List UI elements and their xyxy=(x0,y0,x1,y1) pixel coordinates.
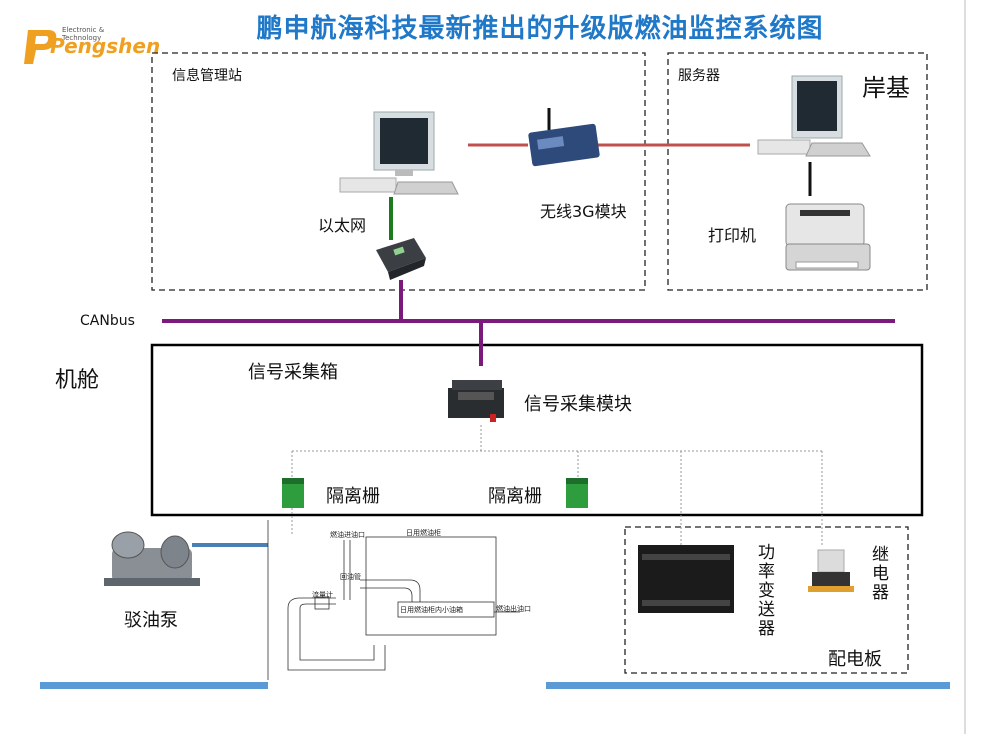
power-board-zone xyxy=(624,526,909,674)
relay-icon xyxy=(808,549,854,592)
pump-icon xyxy=(104,531,200,586)
info-station-label: 信息管理站 xyxy=(172,68,242,84)
in-port-label: 燃油进油口 xyxy=(330,531,365,539)
signal-module-icon xyxy=(448,380,504,422)
engine-room-label: 机舱 xyxy=(55,368,100,393)
wireless-label: 无线3G模块 xyxy=(540,202,627,221)
flowmeter-label: 流量计 xyxy=(312,591,333,599)
signal-module-label: 信号采集模块 xyxy=(524,394,632,415)
pengshen-logo: Electronic & Technology Pengshen xyxy=(22,24,160,74)
bottom-bar-right xyxy=(546,682,950,689)
signal-box-zone xyxy=(150,343,924,517)
fuel-line-sketch xyxy=(267,520,520,680)
canbus-label: CANbus xyxy=(80,313,135,329)
power-board-label: 配电板 xyxy=(828,649,882,670)
logo-small-text: Electronic & Technology xyxy=(62,26,105,42)
isolator-left-label: 隔离栅 xyxy=(326,486,380,507)
printer-label: 打印机 xyxy=(708,226,757,245)
printer-icon xyxy=(785,203,871,271)
info-station-zone xyxy=(151,52,646,291)
ethernet-label: 以太网 xyxy=(318,216,367,235)
shore-zone xyxy=(667,52,928,291)
pump-label: 驳油泵 xyxy=(124,610,178,631)
logo-brand: Pengshen xyxy=(50,34,161,58)
relay-label: 继电器 xyxy=(868,545,888,602)
signal-box-label: 信号采集箱 xyxy=(248,362,338,383)
computer-icon xyxy=(339,111,459,195)
page-title: 鹏申航海科技最新推出的升级版燃油监控系统图 xyxy=(256,14,824,44)
logo-mark xyxy=(24,30,57,64)
return-pipe-label: 回油管 xyxy=(340,573,361,581)
server-computer-icon xyxy=(757,75,871,157)
server-label: 服务器 xyxy=(678,68,720,84)
gateway-icon xyxy=(376,238,426,280)
power-transmitter-label: 功率变送器 xyxy=(754,543,774,638)
shore-label: 岸基 xyxy=(862,74,910,102)
isolator-right-icon xyxy=(566,478,588,508)
power-transmitter-icon xyxy=(638,545,734,613)
small-tank-label: 日用燃油柜内小油箱 xyxy=(400,606,463,614)
wireless-module-icon xyxy=(528,108,600,167)
bottom-bar-left xyxy=(40,682,268,689)
daily-tank-label: 日用燃油柜 xyxy=(406,529,441,537)
isolator-left-icon xyxy=(282,478,304,508)
out-port-label: 燃油出油口 xyxy=(496,605,531,613)
isolator-right-label: 隔离栅 xyxy=(488,486,542,507)
